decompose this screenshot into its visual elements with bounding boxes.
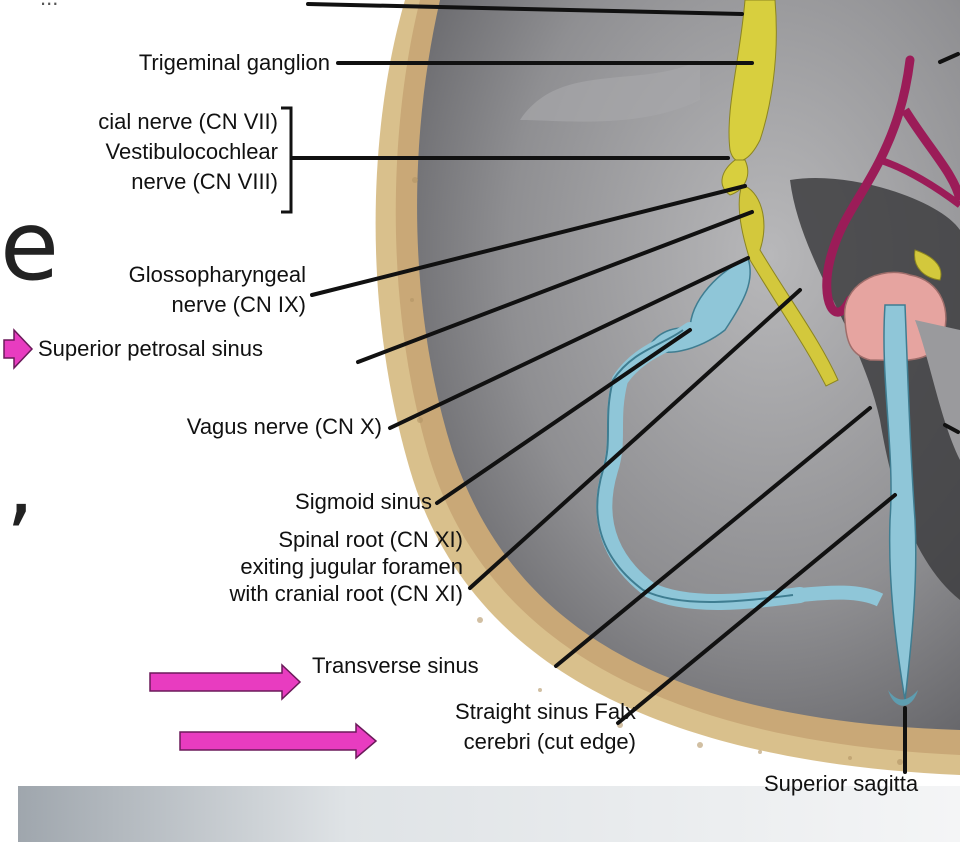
transverse-sinus bbox=[800, 593, 880, 600]
bracket bbox=[281, 108, 291, 212]
slide-text-fragment: e bbox=[0, 198, 59, 294]
slide-text-fragment: , bbox=[6, 440, 35, 530]
label-vagus-nerve: Vagus nerve (CN X) bbox=[187, 415, 382, 439]
label-spinal-root-2: exiting jugular foramen bbox=[240, 555, 463, 579]
label-spinal-root-3: with cranial root (CN XI) bbox=[229, 582, 463, 606]
label-transverse-sinus: Transverse sinus bbox=[312, 654, 479, 678]
label-spinal-root-1: Spinal root (CN XI) bbox=[278, 528, 463, 552]
label-vestibulocochlear-2: nerve (CN VIII) bbox=[131, 170, 278, 194]
right-arrow-icon bbox=[4, 330, 32, 368]
label-top-cut: ... bbox=[40, 0, 58, 10]
label-glossopharyngeal-2: nerve (CN IX) bbox=[172, 293, 306, 317]
label-sigmoid-sinus: Sigmoid sinus bbox=[295, 490, 432, 514]
label-vestibulocochlear-1: Vestibulocochlear bbox=[106, 140, 278, 164]
label-straight-sinus-1: Straight sinus Falx bbox=[455, 700, 636, 724]
label-superior-petrosal-sinus: Superior petrosal sinus bbox=[38, 337, 263, 361]
right-arrow-icon bbox=[180, 724, 376, 758]
right-arrow-icon bbox=[150, 665, 300, 699]
label-trigeminal-ganglion: Trigeminal ganglion bbox=[139, 51, 330, 75]
label-superior-sagittal-sinus: Superior sagitta bbox=[764, 772, 918, 796]
label-straight-sinus-2: cerebri (cut edge) bbox=[464, 730, 636, 754]
label-facial-nerve: cial nerve (CN VII) bbox=[98, 110, 278, 134]
label-glossopharyngeal-1: Glossopharyngeal bbox=[129, 263, 306, 287]
